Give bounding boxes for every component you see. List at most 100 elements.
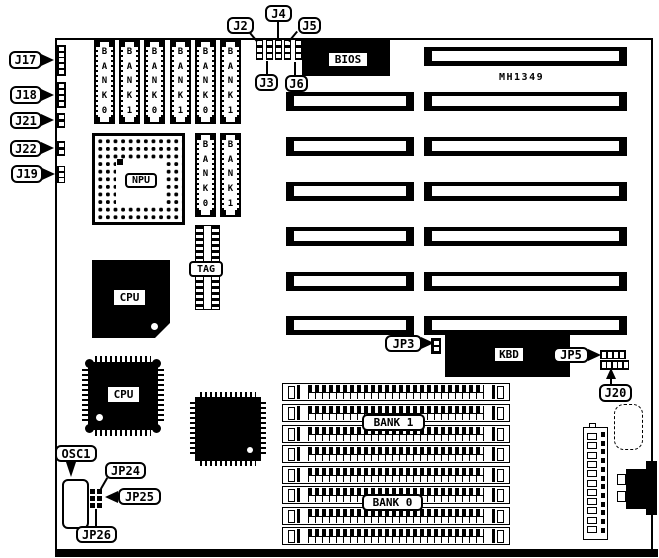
simm-module-mid-1-bank0-pins-left (197, 138, 199, 212)
jp5-header-pin (620, 351, 624, 358)
simm-socket-post-left (297, 406, 300, 420)
cpu-qfp-pins-bottom (95, 430, 151, 436)
simm-socket-post-left (297, 385, 300, 399)
j4-header-pin (276, 41, 281, 46)
simm-module-top-2-bank1-corner-0 (121, 42, 125, 47)
simm-socket-latch-left (288, 428, 295, 441)
simm-socket-contacts-lower (308, 435, 484, 441)
battery (614, 404, 643, 450)
label-j18-pointer (41, 89, 54, 101)
simm-socket-post-right (492, 468, 495, 482)
label-jp5: JP5 (553, 347, 589, 363)
label-jp3: JP3 (385, 335, 422, 352)
simm-module-top-5-bank0-char: K (202, 91, 209, 102)
isa-slot-opening (432, 276, 619, 286)
j22-header-pin (58, 149, 64, 154)
j17-header-pin (58, 52, 64, 57)
simm-module-mid-2-bank1-char: K (227, 184, 234, 195)
simm-module-top-1-bank0-char: A (101, 61, 108, 72)
simm-module-mid-1-bank0-corner-0 (197, 135, 201, 140)
j17-header-pin (58, 58, 64, 63)
simm-module-top-5-bank0-pins-left (197, 45, 199, 119)
simm-module-top-2-bank1-char: 1 (126, 106, 133, 117)
simm-socket-latch-left (288, 510, 295, 523)
simm-socket-contacts-lower (308, 476, 484, 482)
isa-slot-16bit-segment-3 (424, 137, 627, 156)
label-j3: J3 (255, 74, 278, 91)
simm-module-mid-1-bank0-corner-1 (210, 135, 214, 140)
simm-socket-latch-right (497, 489, 504, 502)
j18-header-pin (58, 84, 64, 88)
power-connector-pin (601, 519, 605, 524)
simm-module-top-5-bank0-char: 0 (202, 106, 209, 117)
simm-module-mid-2-bank1-char: 1 (227, 199, 234, 210)
simm-module-mid-2-bank1-char: N (227, 169, 234, 180)
power-connector-key (589, 423, 596, 428)
simm-module-top-6-bank1-char: 1 (227, 106, 234, 117)
simm-module-top-5-bank0-corner-2 (197, 117, 201, 122)
power-connector (583, 427, 608, 540)
qfp-pins-top (200, 392, 256, 397)
simm-socket-latch-left (288, 530, 295, 543)
cpu-qfp-label: CPU (108, 387, 139, 402)
simm-socket-row-8 (282, 527, 510, 545)
simm-socket-post-left (297, 488, 300, 502)
power-connector-pin (601, 484, 605, 490)
simm-socket-contacts (308, 468, 484, 476)
power-connector-slot (587, 433, 597, 440)
simm-module-top-1-bank0-pins-right (111, 45, 113, 119)
simm-module-top-6-bank1-corner-3 (235, 117, 239, 122)
isa-slot-16bit-segment-6 (424, 272, 627, 291)
label-j4: J4 (265, 5, 292, 22)
simm-socket-row-5 (282, 466, 510, 484)
j21-header-pin (58, 121, 64, 126)
j17-header (56, 45, 66, 76)
cpu-pin1-dot (151, 323, 158, 330)
simm-module-mid-2-bank1-char: B (227, 139, 234, 150)
isa-slot-opening (294, 141, 406, 151)
simm-module-top-1-bank0-pins-left (96, 45, 98, 119)
keyboard-din-connector (626, 469, 646, 509)
isa-slot-16bit-segment-1 (424, 47, 627, 66)
simm-module-top-3-bank0-corner-1 (159, 42, 163, 47)
simm-module-top-6-bank1-char: A (227, 61, 234, 72)
simm-module-mid-1-bank0-char: B (202, 139, 209, 150)
simm-module-top-2-bank1-char: K (126, 91, 133, 102)
simm-socket-latch-right (497, 386, 504, 399)
isa-slot-16bit-segment-4 (424, 182, 627, 201)
power-connector-slot (587, 470, 597, 478)
simm-socket-contacts-lower (308, 393, 484, 399)
simm-socket-post-right (492, 427, 495, 441)
j19-header-pin (58, 172, 64, 177)
simm-module-top-1-bank0-corner-1 (109, 42, 113, 47)
cpu-qfp-pins-right (158, 369, 164, 423)
tag-label: TAG (189, 261, 223, 277)
simm-module-top-5-bank0-corner-3 (210, 117, 214, 122)
simm-socket-latch-left (288, 407, 295, 420)
j20-header-pin (618, 362, 622, 368)
j3-header-pin (267, 41, 272, 46)
isa-slot-opening (432, 231, 619, 241)
simm-socket-contacts-lower (308, 517, 484, 523)
j4-header-pin (276, 53, 281, 58)
simm-module-top-1-bank0-char: K (101, 91, 108, 102)
simm-socket-post-right (492, 509, 495, 523)
j19-header (57, 166, 65, 183)
simm-module-top-6-bank1-corner-2 (222, 117, 226, 122)
power-connector-slot (587, 507, 597, 515)
cpu-qfp-corner-tl (85, 359, 94, 368)
label-j5: J5 (298, 17, 321, 34)
j20-header-pin (607, 362, 611, 368)
simm-module-top-3-bank0-pins-left (146, 45, 148, 119)
label-jp5-pointer (588, 349, 601, 361)
npu-pin1-dot (117, 159, 123, 165)
j3-header-pin (267, 47, 272, 52)
label-j3-pointer (266, 61, 268, 74)
isa-slot-8bit-segment-5 (286, 272, 414, 291)
